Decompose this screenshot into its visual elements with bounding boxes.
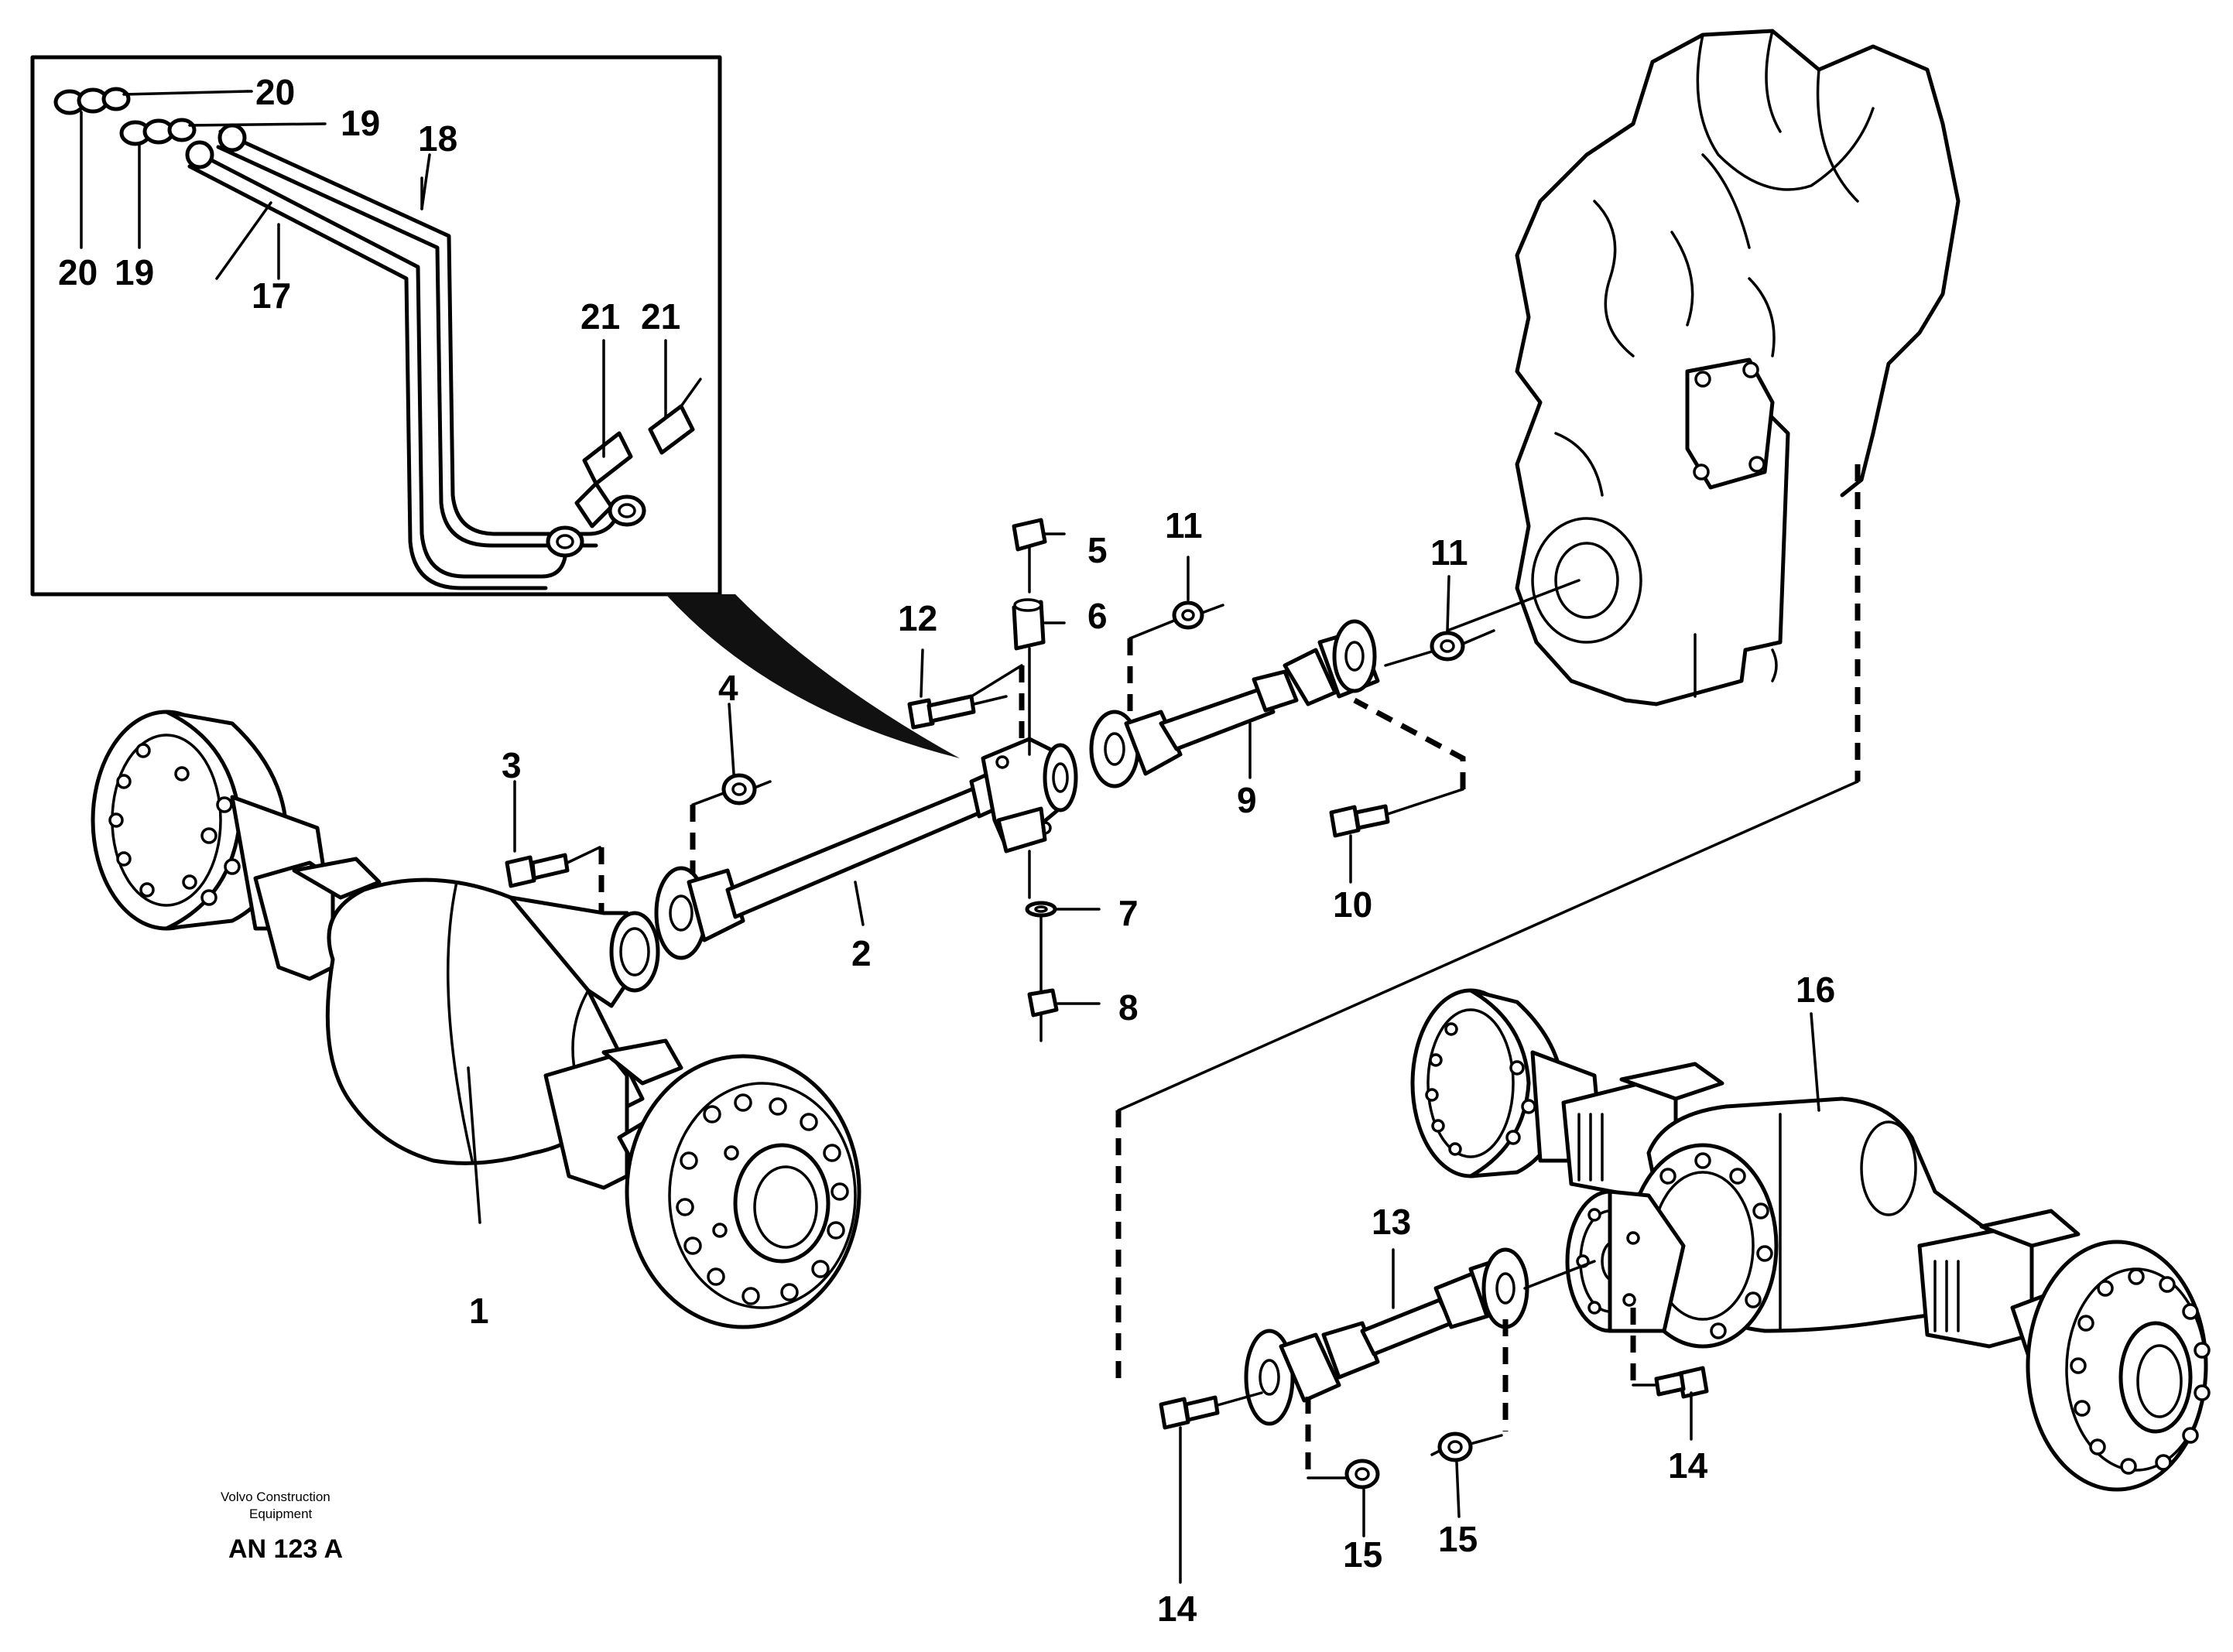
label-part-21-b[interactable]: 21 bbox=[641, 296, 680, 337]
label-part-6[interactable]: 6 bbox=[1087, 596, 1108, 636]
label-part-20-a[interactable]: 20 bbox=[255, 72, 295, 112]
label-part-1[interactable]: 1 bbox=[469, 1291, 489, 1331]
credit-line-2: Equipment bbox=[249, 1507, 313, 1521]
bolt-3-nut-4 bbox=[505, 773, 772, 913]
label-part-15-a[interactable]: 15 bbox=[1343, 1534, 1382, 1575]
credit-line-1: Volvo Construction bbox=[221, 1490, 330, 1504]
center-bearing bbox=[981, 737, 1078, 853]
label-part-17[interactable]: 17 bbox=[252, 275, 291, 316]
label-part-18[interactable]: 18 bbox=[418, 118, 457, 159]
driveshaft-2 bbox=[654, 764, 1016, 960]
rear-axle bbox=[1410, 988, 2211, 1492]
pipe-inset bbox=[30, 55, 960, 758]
document-code: AN 123 A bbox=[228, 1534, 343, 1564]
fittings-19-20 bbox=[53, 87, 667, 458]
label-part-5[interactable]: 5 bbox=[1087, 530, 1108, 570]
label-part-20-b[interactable]: 20 bbox=[58, 252, 98, 292]
fasteners-14-15 bbox=[1159, 1308, 1709, 1490]
label-part-3[interactable]: 3 bbox=[502, 745, 522, 785]
label-part-13[interactable]: 13 bbox=[1372, 1202, 1411, 1242]
label-part-8[interactable]: 8 bbox=[1118, 987, 1139, 1028]
label-part-16[interactable]: 16 bbox=[1796, 970, 1835, 1010]
label-part-11-a[interactable]: 11 bbox=[1165, 505, 1203, 546]
label-part-10[interactable]: 10 bbox=[1333, 884, 1372, 925]
label-part-2[interactable]: 2 bbox=[851, 933, 872, 973]
union-21-left bbox=[546, 431, 633, 558]
driveshaft-9 bbox=[1089, 619, 1380, 788]
label-part-15-b[interactable]: 15 bbox=[1438, 1519, 1478, 1559]
label-part-12[interactable]: 12 bbox=[898, 598, 937, 638]
label-part-7[interactable]: 7 bbox=[1118, 893, 1139, 933]
label-part-19-b[interactable]: 19 bbox=[115, 252, 154, 292]
leader-lines bbox=[215, 90, 1820, 1584]
label-part-11-b[interactable]: 11 bbox=[1430, 532, 1468, 573]
label-part-21-a[interactable]: 21 bbox=[581, 296, 620, 337]
label-part-14-b[interactable]: 14 bbox=[1668, 1445, 1708, 1486]
label-part-9[interactable]: 9 bbox=[1237, 780, 1257, 820]
front-axle bbox=[91, 710, 861, 1329]
label-part-4[interactable]: 4 bbox=[718, 668, 738, 708]
label-part-14-a[interactable]: 14 bbox=[1157, 1589, 1197, 1629]
part-labels: 1 2 3 4 5 6 7 8 9 10 11 11 12 13 14 14 1… bbox=[58, 72, 1835, 1629]
transmission-housing bbox=[1446, 29, 1961, 706]
inset-callout-wedge bbox=[666, 594, 960, 758]
bearing-fasteners bbox=[1012, 518, 1101, 1042]
union-21-right bbox=[608, 378, 702, 527]
bolt-12 bbox=[907, 664, 1025, 739]
credit-block: Volvo Construction Equipment AN 123 A bbox=[221, 1490, 343, 1564]
fasteners-10-11 bbox=[1127, 600, 1495, 838]
driveshaft-13 bbox=[1244, 1247, 1596, 1426]
label-part-19-a[interactable]: 19 bbox=[341, 103, 380, 143]
